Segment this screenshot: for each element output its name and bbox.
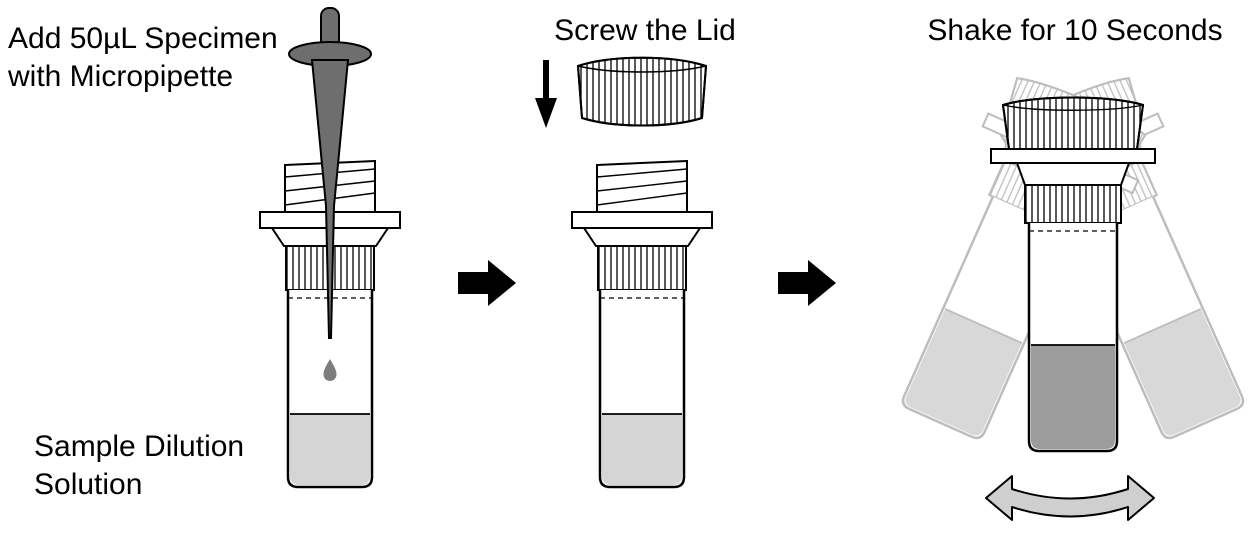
down-arrow-icon	[535, 60, 557, 128]
step3-title: Shake for 10 Seconds	[927, 14, 1223, 47]
shake-arrow-icon	[985, 475, 1155, 521]
micropipette-icon	[288, 7, 372, 381]
capped-tube-icon	[990, 96, 1156, 453]
sample-tube-icon	[571, 160, 713, 489]
right-arrow-icon	[778, 260, 836, 306]
step1-title: Add 50µL Specimen with Micropipette	[8, 22, 278, 94]
step1-annotation: Sample Dilution Solution	[34, 430, 245, 502]
lid-icon	[576, 56, 708, 127]
right-arrow-icon	[458, 260, 516, 306]
pipette-barrel	[310, 59, 350, 339]
step2-title: Screw the Lid	[554, 14, 736, 47]
drop-icon	[323, 359, 337, 381]
shake-tubes-group	[901, 77, 1245, 453]
